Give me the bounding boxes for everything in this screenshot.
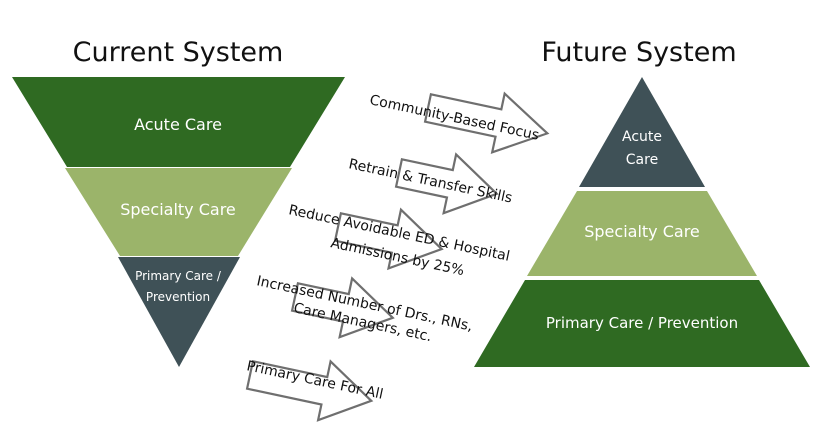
future-specialty-care-layer [527, 191, 757, 276]
arrow-retrain-transfer-skills-label: Retrain & Transfer Skills [347, 156, 514, 206]
arrow-reduce-avoidable-ed [333, 207, 444, 271]
arrow-primary-care-for-all-shape [245, 359, 374, 422]
current-primary-care-layer [118, 257, 240, 367]
current-system-title: Current System [73, 37, 284, 68]
current-specialty-care-layer [65, 168, 292, 256]
future-specialty-care-label: Specialty Care [584, 222, 700, 241]
current-primary-care-label-line1: Primary Care / [135, 269, 222, 283]
future-primary-care-label: Primary Care / Prevention [546, 314, 738, 332]
current-primary-care-label-line2: Prevention [146, 290, 210, 304]
future-system-title: Future System [541, 37, 736, 68]
current-acute-care-label: Acute Care [134, 115, 222, 134]
arrow-increased-number-staff [290, 276, 395, 339]
current-acute-care-layer [12, 77, 345, 167]
future-primary-care-layer [474, 280, 810, 367]
arrow-increased-number-staff-shape [290, 276, 395, 339]
future-acute-care-label-line2: Care [626, 152, 658, 168]
arrow-retrain-transfer-skills-shape [394, 152, 499, 215]
arrow-primary-care-for-all [245, 359, 374, 422]
future-acute-care-layer [579, 77, 705, 187]
arrow-community-based-focus [423, 91, 550, 154]
arrow-retrain-transfer-skills [394, 152, 499, 215]
future-acute-care-label-line1: Acute [622, 129, 662, 145]
current-specialty-care-label: Specialty Care [120, 200, 236, 219]
arrow-community-based-focus-shape [423, 91, 550, 154]
arrow-reduce-avoidable-ed-shape [333, 207, 444, 271]
